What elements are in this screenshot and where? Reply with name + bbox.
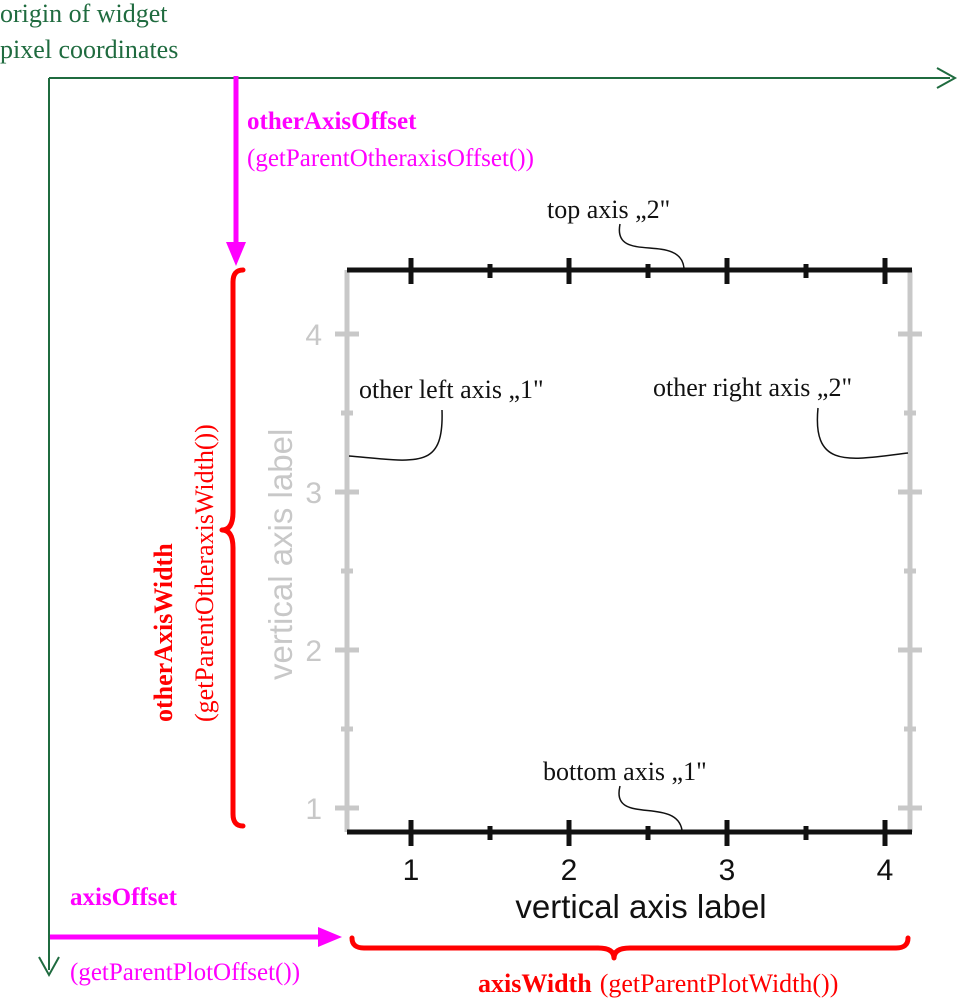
bottom-axis-callout: bottom axis „1" — [543, 757, 707, 786]
axis-width-brace — [349, 935, 911, 961]
other-left-axis-callout-line — [348, 409, 443, 461]
widget-x-arrow-head — [936, 67, 958, 89]
vertical-axis-title: vertical axis label — [262, 429, 299, 680]
axis-offset-getter: (getParentPlotOffset()) — [70, 959, 300, 986]
bottom-axis-callout-line — [618, 785, 683, 831]
bottom-axis-tick-label: 2 — [561, 854, 578, 887]
top-axis-callout: top axis „2" — [547, 195, 670, 224]
other-left-axis — [335, 270, 359, 832]
other-axis-offset-getter: (getParentOtheraxisOffset()) — [247, 145, 534, 172]
axis-offset-arrow — [50, 927, 342, 947]
bottom-axis-ticks — [408, 820, 888, 846]
other-right-axis-callout-line — [816, 407, 909, 459]
axis-offset-name: axisOffset — [70, 884, 178, 911]
axis-width-name: axisWidth — [478, 969, 592, 998]
horizontal-axis-title: vertical axis label — [515, 888, 766, 925]
other-left-axis-tick-labels: 1 2 3 4 — [305, 319, 322, 826]
other-right-axis-ticks — [898, 331, 922, 811]
other-axis-width-getter: (getParentOtheraxisWidth()) — [190, 424, 219, 722]
origin-label-line2: pixel coordinates — [0, 35, 178, 64]
bottom-axis-tick-labels: 1 2 3 4 — [403, 854, 894, 887]
bottom-axis — [347, 820, 912, 846]
other-left-axis-tick-label: 3 — [305, 477, 322, 510]
bottom-axis-tick-label: 4 — [877, 854, 894, 887]
axis-width-label: axisWidth (getParentPlotWidth()) — [478, 969, 838, 998]
other-right-axis — [898, 270, 922, 832]
vertical-axis-title-group: vertical axis label — [262, 429, 299, 680]
axis-width-getter: (getParentPlotWidth()) — [600, 969, 839, 998]
widget-y-arrow-head — [38, 956, 60, 978]
other-axis-offset-name: otherAxisOffset — [247, 108, 417, 135]
bottom-axis-tick-label: 1 — [403, 854, 420, 887]
bottom-axis-tick-label: 3 — [719, 854, 736, 887]
other-axis-width-label: otherAxisWidth — [149, 543, 178, 722]
top-axis-ticks — [408, 258, 888, 284]
other-left-axis-tick-label: 1 — [305, 793, 322, 826]
other-left-axis-tick-label: 2 — [305, 635, 322, 668]
other-left-axis-callout: other left axis „1" — [359, 375, 544, 404]
other-axis-width-getter-group: (getParentOtheraxisWidth()) — [190, 424, 219, 722]
widget-origin-axes — [38, 67, 958, 978]
origin-label-line1: origin of widget — [0, 0, 168, 28]
top-axis — [347, 258, 912, 284]
other-axis-width-brace — [219, 267, 246, 829]
other-left-axis-tick-label: 4 — [305, 319, 322, 352]
top-axis-callout-line — [618, 223, 685, 269]
other-right-axis-callout: other right axis „2" — [653, 373, 852, 402]
other-left-axis-ticks — [335, 331, 359, 811]
other-axis-width-name: otherAxisWidth — [149, 543, 178, 722]
other-axis-offset-arrow — [226, 76, 246, 266]
